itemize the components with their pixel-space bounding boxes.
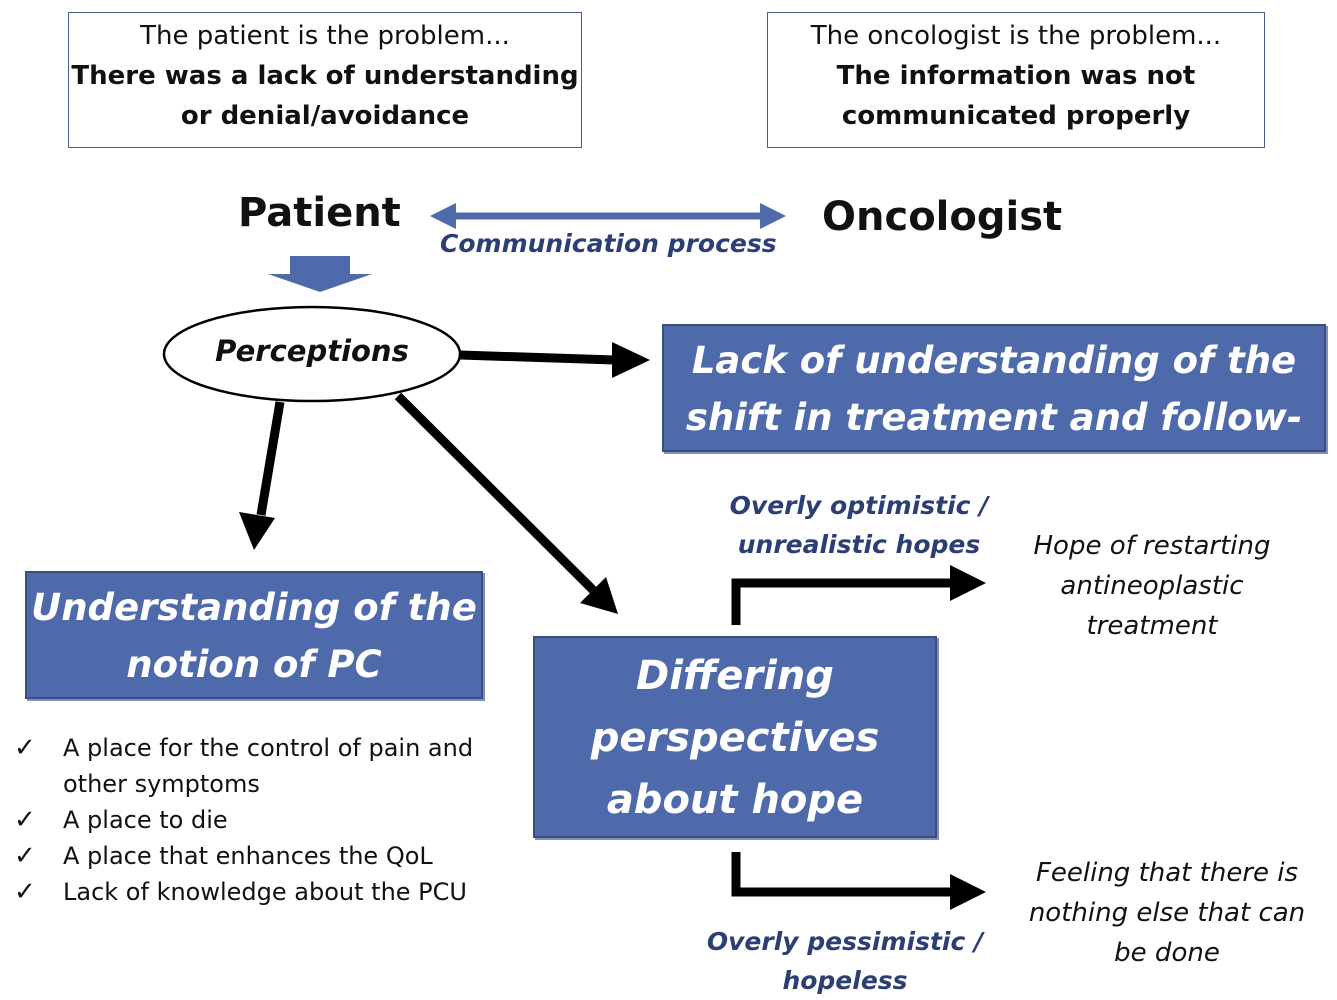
communication-process-label: Communication process — [440, 229, 777, 258]
outcome-nothing-else: Feeling that there is nothing else that … — [1008, 853, 1326, 973]
outcome-restart-line-1: Hope of restarting — [1033, 531, 1271, 561]
optimistic-line-1: Overly optimistic / — [729, 491, 989, 520]
oncologist-problem-detail-2: communicated properly — [841, 101, 1191, 131]
oncologist-problem-detail-1: The information was not — [836, 61, 1196, 91]
outcome-restart-line-2: antineoplastic — [1060, 571, 1244, 601]
outcome-nothing-line-2: nothing else that can — [1028, 898, 1306, 928]
arrow-to-lack-understanding — [459, 342, 650, 378]
outcome-restart-treatment: Hope of restarting antineoplastic treatm… — [1010, 526, 1294, 646]
arrow-to-understanding-pc — [239, 401, 285, 550]
lack-understanding-line-1: Lack of understanding of the — [691, 339, 1297, 382]
differing-hope-box: Differing perspectives about hope — [533, 636, 937, 838]
patient-problem-box: The patient is the problem... There was … — [68, 12, 582, 148]
list-item: ✓ A place for the control of pain and ot… — [14, 730, 494, 802]
list-item: ✓ Lack of knowledge about the PCU — [14, 874, 494, 910]
outcome-restart-line-3: treatment — [1086, 611, 1218, 641]
list-item: ✓ A place that enhances the QoL — [14, 838, 494, 874]
pessimistic-line-2: hopeless — [782, 966, 908, 995]
arrow-optimistic — [731, 565, 986, 625]
pessimistic-label: Overly pessimistic / hopeless — [700, 922, 990, 1000]
outcome-nothing-line-1: Feeling that there is — [1035, 858, 1299, 888]
lack-understanding-line-2: shift in treatment and follow-up — [685, 396, 1303, 496]
arrow-pessimistic — [731, 852, 986, 910]
perceptions-label: Perceptions — [215, 334, 409, 368]
understanding-pc-line-2: notion of PC — [126, 643, 382, 686]
oncologist-problem-heading: The oncologist is the problem... — [810, 21, 1222, 51]
oncologist-problem-box: The oncologist is the problem... The inf… — [767, 12, 1265, 148]
list-item-text-cont: other symptoms — [63, 770, 260, 798]
patient-problem-detail-2: or denial/avoidance — [180, 101, 470, 131]
check-icon: ✓ — [14, 733, 36, 763]
list-item-text: A place to die — [63, 806, 228, 834]
perceptions-ellipse — [162, 305, 462, 403]
pc-notion-checklist: ✓ A place for the control of pain and ot… — [14, 730, 494, 910]
understanding-pc-box: Understanding of the notion of PC — [25, 571, 483, 699]
patient-problem-heading: The patient is the problem... — [140, 21, 510, 51]
outcome-nothing-line-3: be done — [1114, 938, 1220, 968]
check-icon: ✓ — [14, 841, 36, 871]
patient-label: Patient — [238, 190, 401, 236]
lack-understanding-box: Lack of understanding of the shift in tr… — [662, 324, 1326, 496]
optimistic-label: Overly optimistic / unrealistic hopes — [718, 486, 1000, 564]
check-icon: ✓ — [14, 877, 36, 907]
arrow-to-differing-perspectives — [394, 392, 618, 614]
list-item-text: Lack of knowledge about the PCU — [63, 878, 467, 906]
understanding-pc-line-1: Understanding of the — [31, 586, 477, 629]
check-icon: ✓ — [14, 805, 36, 835]
oncologist-label: Oncologist — [822, 194, 1063, 240]
communication-double-arrow — [430, 203, 786, 229]
differing-hope-line-3: about hope — [606, 777, 864, 823]
differing-hope-line-1: Differing — [636, 653, 834, 699]
optimistic-line-2: unrealistic hopes — [737, 530, 981, 559]
list-item: ✓ A place to die — [14, 802, 494, 838]
list-item-text: A place that enhances the QoL — [63, 842, 433, 870]
patient-down-arrow — [268, 256, 372, 292]
pessimistic-line-1: Overly pessimistic / — [706, 927, 984, 956]
differing-hope-line-2: perspectives — [590, 715, 880, 761]
patient-problem-detail-1: There was a lack of understanding — [71, 61, 579, 91]
list-item-text: A place for the control of pain and — [63, 734, 474, 762]
